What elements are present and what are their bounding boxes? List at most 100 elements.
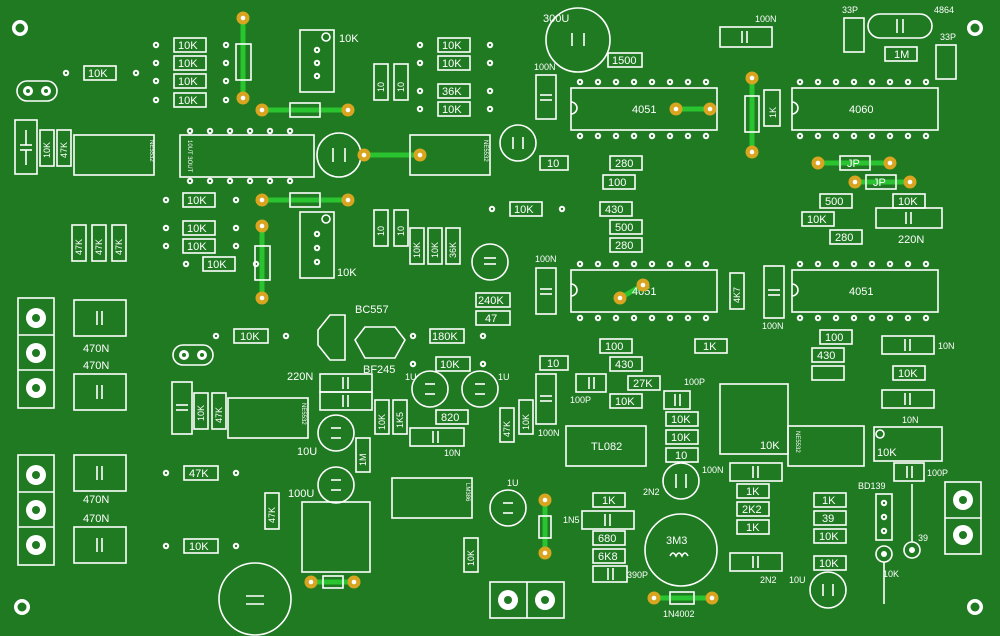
resistor-vertical: 10K xyxy=(518,399,534,435)
resistor-label: 280 xyxy=(615,240,633,252)
resistor: 430 xyxy=(609,356,643,372)
resistor-label: 47K xyxy=(74,239,84,255)
inductor-label: 3M3 xyxy=(666,535,687,547)
capacitor-220n: 220N xyxy=(287,371,373,411)
jumper-jp-a: JP xyxy=(811,155,897,171)
cap-label: 220N xyxy=(898,234,924,246)
resistor: 10K xyxy=(409,356,487,372)
resistor-vertical-highlight xyxy=(235,11,252,105)
resistor-vertical: 10 xyxy=(373,209,389,247)
crystal-label: 4864 xyxy=(934,5,954,15)
resistor: 10K xyxy=(162,238,240,254)
resistor: 10 xyxy=(539,355,569,371)
resistor-vertical: 1K xyxy=(744,71,781,159)
electrolytic-cap-100u: 100U xyxy=(288,466,355,504)
resistor: 47K xyxy=(162,465,240,481)
capacitor xyxy=(875,207,943,229)
capacitor-vertical: 100N xyxy=(534,62,557,120)
cap-label: 2N2 xyxy=(643,487,660,497)
terminal-block-left-bottom xyxy=(17,454,55,566)
header-2pin xyxy=(172,344,214,366)
resistor-label: 1M xyxy=(358,453,368,466)
resistor: 10K xyxy=(892,193,926,209)
mounting-hole xyxy=(967,20,983,36)
ic-label: NE5532 xyxy=(300,403,306,425)
resistor: 10K xyxy=(801,211,835,227)
resistor-label: 10K xyxy=(898,196,918,208)
cap-label: 100N xyxy=(538,428,560,438)
transistor-label: BF245 xyxy=(363,364,395,376)
resistor: 1K xyxy=(813,492,847,508)
capacitor-390p: 390P xyxy=(592,565,648,583)
cap-label: 100N xyxy=(535,254,557,264)
ic-label: 10UT 3OUT xyxy=(186,140,192,173)
ic-label: NE5532 xyxy=(794,431,800,453)
resistor-label: 10K xyxy=(898,368,918,380)
resistor-label: 47 xyxy=(485,313,497,325)
resistor-label: 47K xyxy=(267,507,277,523)
resistor-vertical: 47K xyxy=(56,129,72,167)
resistor: 10K xyxy=(665,411,699,427)
jumper-label: JP xyxy=(847,158,860,170)
resistor-label: 10 xyxy=(376,226,386,236)
resistor-label: 10K xyxy=(88,68,108,80)
resistor-label: 240K xyxy=(478,295,504,307)
ic-ne5532-d: NE5532 xyxy=(787,425,865,467)
transistor-bf245: BF245 xyxy=(363,364,395,376)
resistor-vertical: 10 xyxy=(373,63,389,101)
ic-mid: 10UT 3OUT xyxy=(179,127,315,185)
resistor: 100 xyxy=(602,174,636,190)
resistor: 280 xyxy=(829,229,863,245)
resistor: 10K xyxy=(665,429,699,445)
inductor-3m3: 3M3 xyxy=(644,513,718,587)
resistor-label: 430 xyxy=(605,204,623,216)
resistor: 10K xyxy=(416,37,494,53)
resistor-label: 10K xyxy=(178,76,198,88)
resistor-label: 430 xyxy=(615,359,633,371)
terminal-block-bottom xyxy=(489,581,565,619)
resistor-label: 10K xyxy=(615,396,635,408)
diode-vertical xyxy=(538,493,552,560)
resistor: 1K xyxy=(736,519,770,535)
resistor: 10K xyxy=(416,101,494,117)
capacitor-33p: 33P xyxy=(842,5,865,53)
resistor: 500 xyxy=(819,193,853,209)
resistor: 36K xyxy=(416,83,494,99)
cap-label: 33P xyxy=(842,5,858,15)
resistor-vertical: 47K xyxy=(499,407,515,443)
resistor: 10K xyxy=(416,55,494,71)
electrolytic-cap: 2N2 xyxy=(643,462,700,500)
resistor-vertical-round: 10K xyxy=(875,545,899,604)
ic-4051-b: 4051 xyxy=(570,269,718,313)
cap-label: 470N xyxy=(83,360,109,372)
diode-highlight xyxy=(304,575,361,589)
capacitor-33p: 33P xyxy=(935,32,957,80)
resistor: 1500 xyxy=(607,52,643,68)
resistor-label: 10K xyxy=(442,58,462,70)
resistor: 27K xyxy=(627,375,661,391)
capacitor: 100N xyxy=(719,14,777,48)
electrolytic-cap-10u: 10U xyxy=(297,414,355,458)
resistor: 10K xyxy=(162,192,240,208)
resistor-label: 100 xyxy=(825,332,843,344)
resistor: 10K xyxy=(609,393,643,409)
resistor-label: 10 xyxy=(547,358,559,370)
resistor-vertical: 47K xyxy=(264,492,280,530)
mounting-hole xyxy=(14,599,30,615)
capacitor-vertical xyxy=(14,119,38,175)
terminal-block-right xyxy=(944,481,982,555)
resistor: 10K xyxy=(152,37,230,53)
resistor-label: 1K xyxy=(746,486,760,498)
mounting-hole xyxy=(12,20,28,36)
resistor-label: 430 xyxy=(817,350,835,362)
electrolytic-cap xyxy=(499,124,537,162)
capacitor-1n5: 1N5 xyxy=(563,510,635,530)
cap-label: 10U xyxy=(297,446,317,458)
cap-label: 1U xyxy=(405,372,417,382)
ic-4051-c: 4051 xyxy=(791,269,939,313)
cap-label: 10U xyxy=(789,575,806,585)
resistor-label: 680 xyxy=(598,533,616,545)
resistor-label: 47K xyxy=(94,239,104,255)
cap-label: 1N5 xyxy=(563,515,580,525)
resistor: 10K xyxy=(488,201,566,217)
